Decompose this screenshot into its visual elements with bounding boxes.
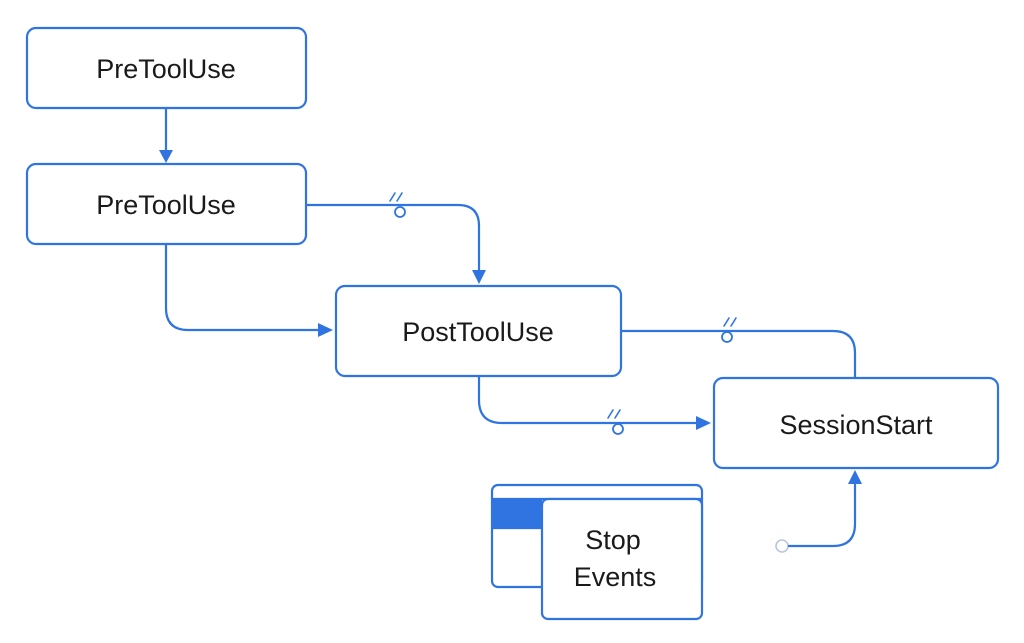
- node-label: PostToolUse: [402, 317, 554, 347]
- edge-pretooluse1-to-pretooluse2: [159, 106, 173, 163]
- arrowhead-icon: [848, 470, 862, 484]
- node-label: PreToolUse: [96, 54, 236, 84]
- ring-marker-icon: [607, 409, 624, 435]
- node-label-line2: Events: [574, 562, 657, 592]
- edge-posttooluse-to-sessionstart-upper: [619, 317, 857, 379]
- ring-marker-icon: [389, 192, 406, 218]
- node-sessionstart[interactable]: SessionStart: [712, 376, 1000, 470]
- arrowhead-icon: [159, 150, 173, 163]
- start-point-icon: [775, 539, 789, 553]
- node-pretooluse-1[interactable]: PreToolUse: [25, 26, 308, 110]
- edge-pretooluse2-to-posttooluse-lower: [164, 241, 333, 337]
- node-stop-events[interactable]: Stop Events: [490, 483, 704, 621]
- ring-marker-icon: [721, 317, 737, 343]
- node-label: SessionStart: [779, 410, 933, 440]
- arrowhead-icon: [696, 416, 711, 430]
- arrowhead-icon: [472, 270, 486, 284]
- edge-posttooluse-to-sessionstart-lower: [477, 374, 711, 435]
- arrowhead-icon: [318, 323, 333, 337]
- edge-start-to-sessionstart: [775, 470, 862, 553]
- node-label-line1: Stop: [585, 525, 641, 555]
- node-posttooluse[interactable]: PostToolUse: [334, 284, 623, 378]
- node-pretooluse-2[interactable]: PreToolUse: [25, 162, 308, 246]
- node-label: PreToolUse: [96, 190, 236, 220]
- edge-pretooluse2-to-posttooluse-upper: [304, 192, 486, 284]
